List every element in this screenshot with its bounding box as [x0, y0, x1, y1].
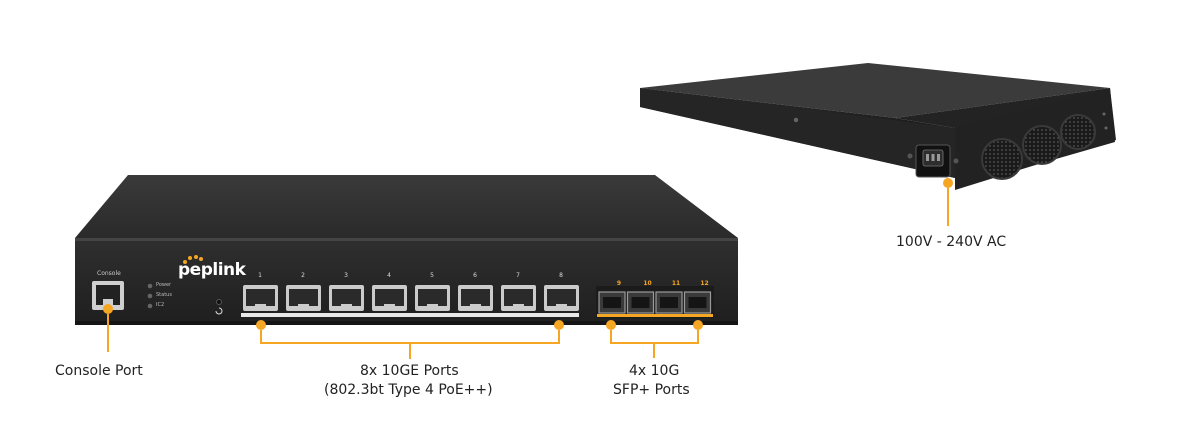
reset-button[interactable] — [215, 299, 223, 315]
sfp-port-number: 10 — [643, 280, 652, 287]
rj45-port[interactable] — [286, 285, 321, 311]
sfp-port[interactable] — [626, 291, 655, 314]
rj45-port[interactable] — [243, 285, 278, 311]
power-callout: 100V - 240V AC — [896, 234, 1007, 250]
sfp-port-number: 9 — [616, 280, 622, 287]
console-port-callout: Console Port — [55, 363, 143, 379]
sfp-port[interactable] — [655, 291, 683, 314]
brand-logo: peplink — [178, 260, 246, 280]
rj45-port-number: 4 — [387, 272, 391, 279]
rear-fan-icons — [981, 114, 1096, 180]
console-label: Console — [97, 270, 121, 277]
front-device — [75, 175, 738, 325]
sfp-port[interactable] — [598, 291, 626, 314]
rj45-ports-callout-line1: 8x 10GE Ports — [360, 363, 459, 379]
sfp-ports-callout-line1: 4x 10G — [629, 363, 680, 379]
status-leds — [147, 283, 153, 309]
peplink-logo-icon — [183, 255, 203, 264]
sfp-ports — [598, 291, 712, 314]
rj45-ports — [243, 285, 579, 311]
rj45-port-number: 6 — [473, 272, 477, 279]
callout-lines — [103, 304, 703, 359]
led-label-ic2: IC2 — [156, 302, 165, 308]
rj45-port-number: 7 — [516, 272, 520, 279]
power-inlet-icon — [907, 144, 959, 178]
rj45-port-number: 3 — [344, 272, 348, 279]
rj45-port-number: 5 — [430, 272, 434, 279]
console-port[interactable] — [92, 281, 124, 310]
rj45-port[interactable] — [544, 285, 579, 311]
rj45-port-number: 2 — [301, 272, 305, 279]
rj45-port[interactable] — [372, 285, 407, 311]
rj45-port[interactable] — [329, 285, 364, 311]
sfp-port[interactable] — [683, 291, 712, 314]
led-label-power: Power — [156, 282, 172, 288]
sfp-port-number: 11 — [671, 280, 681, 287]
led-label-status: Status — [156, 292, 172, 298]
rj45-port[interactable] — [415, 285, 450, 311]
sfp-ports-callout-line2: SFP+ Ports — [613, 382, 690, 398]
rj45-ports-callout-line2: (802.3bt Type 4 PoE++) — [324, 382, 493, 398]
sfp-port-number: 12 — [700, 280, 709, 287]
rj45-port[interactable] — [458, 285, 493, 311]
rj45-port-number: 8 — [559, 272, 563, 279]
rj45-port[interactable] — [501, 285, 536, 311]
rj45-port-number: 1 — [258, 272, 262, 279]
rear-device — [640, 63, 1116, 226]
